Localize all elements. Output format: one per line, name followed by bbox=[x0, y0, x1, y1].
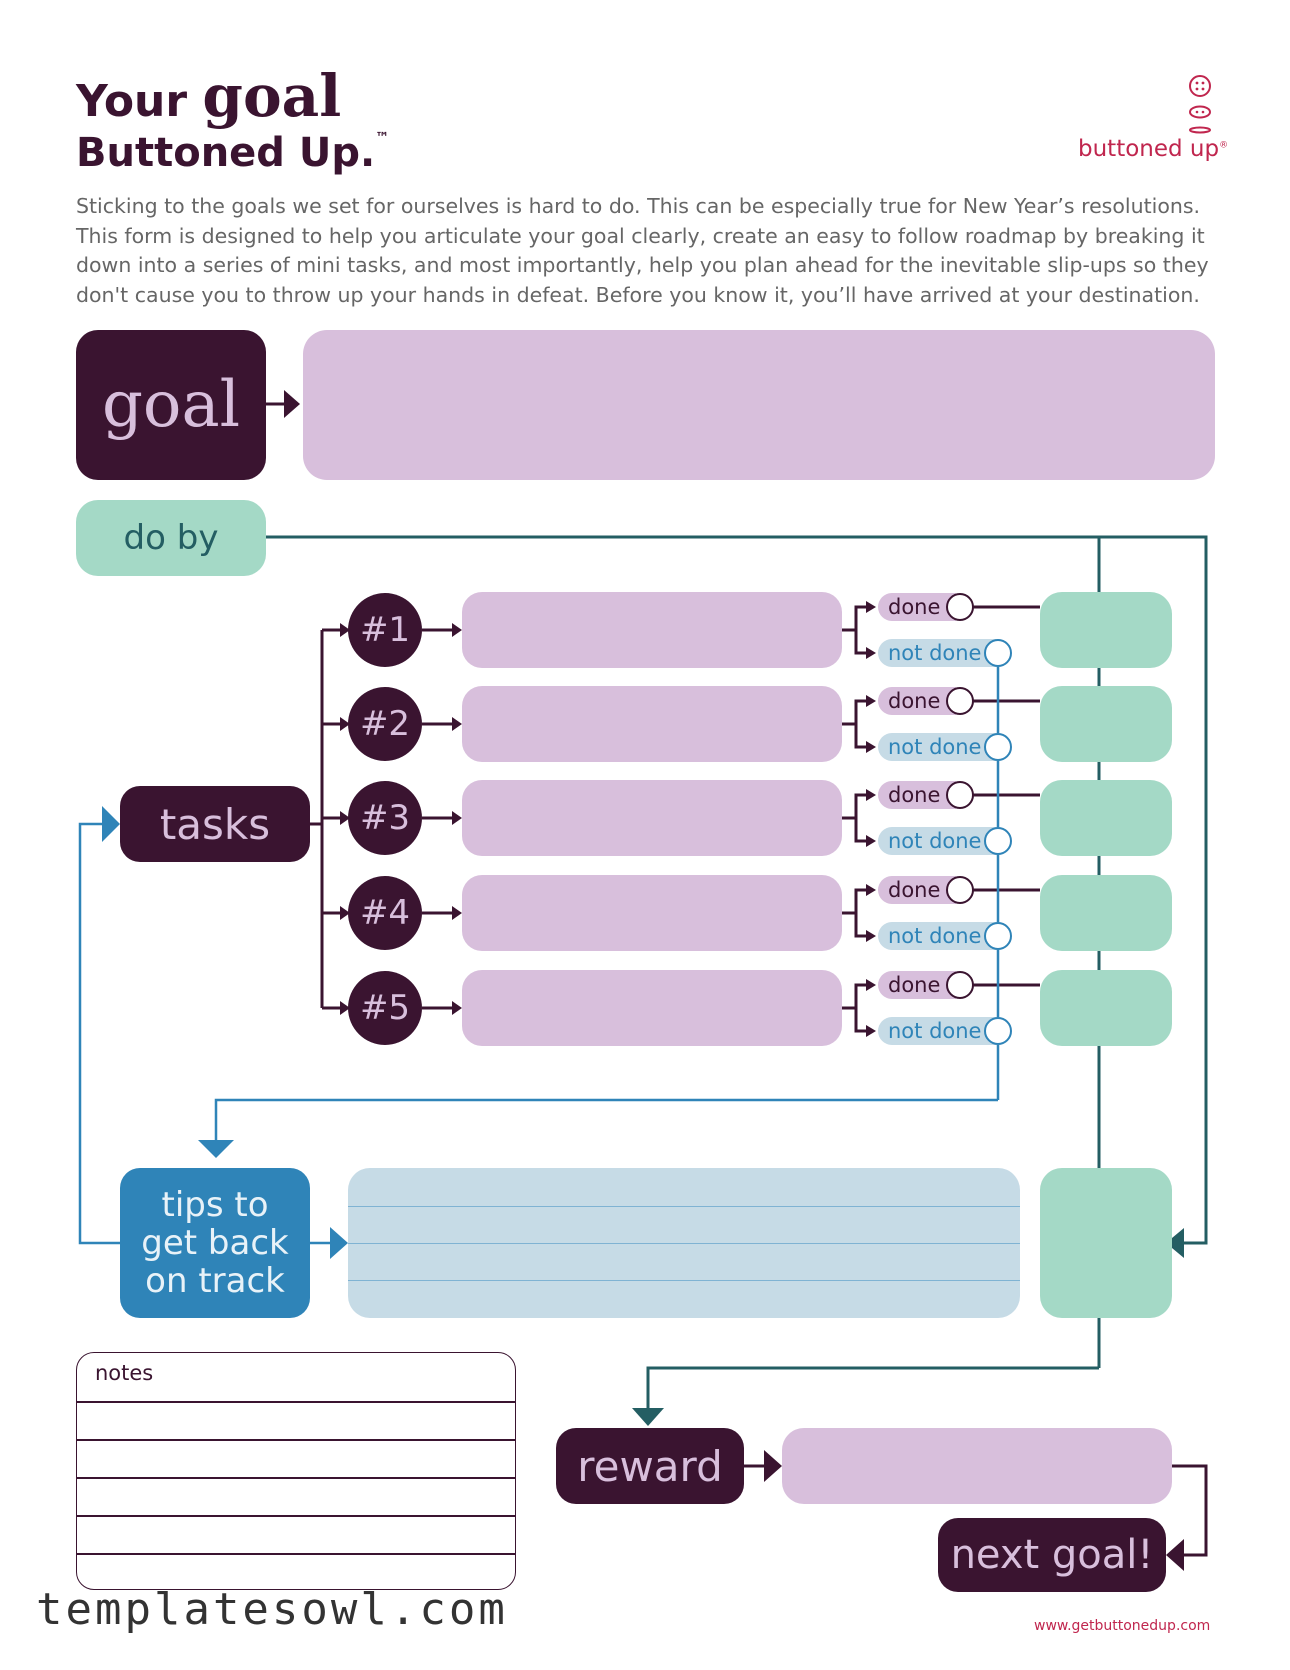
registered-mark: ® bbox=[1219, 140, 1229, 151]
task-field-2[interactable] bbox=[462, 686, 842, 762]
task-done-checkbox-5[interactable] bbox=[946, 971, 974, 999]
notes-box[interactable]: notes bbox=[76, 1352, 516, 1590]
tips-label-line-2: get back bbox=[141, 1223, 289, 1263]
goal-field[interactable] bbox=[303, 330, 1215, 480]
tips-rule bbox=[348, 1280, 1020, 1281]
task-done-checkbox-2[interactable] bbox=[946, 687, 974, 715]
tips-label-line-3: on track bbox=[145, 1261, 285, 1301]
buttons-icon bbox=[1189, 75, 1211, 134]
do-by-label: do by bbox=[76, 500, 266, 576]
task-done-label-5: done bbox=[878, 971, 956, 999]
notes-rule bbox=[77, 1477, 515, 1479]
task-done-label-1: done bbox=[878, 593, 956, 621]
brand-logo: buttoned up® bbox=[1078, 136, 1228, 162]
task-not-done-label-1: not done bbox=[878, 639, 1000, 667]
trademark-mark: ™ bbox=[375, 130, 390, 146]
task-date-box-3[interactable] bbox=[1040, 780, 1172, 856]
task-date-box-2[interactable] bbox=[1040, 686, 1172, 762]
task-not-done-label-4: not done bbox=[878, 922, 1000, 950]
next-goal-label: next goal! bbox=[938, 1518, 1166, 1592]
task-done-checkbox-4[interactable] bbox=[946, 876, 974, 904]
tips-label: tips to get back on track bbox=[120, 1168, 310, 1318]
brand-logo-text: buttoned up bbox=[1078, 136, 1220, 162]
task-not-done-checkbox-4[interactable] bbox=[984, 922, 1012, 950]
title-line2-text: Buttoned Up. bbox=[76, 130, 376, 176]
page-title-line2: Buttoned Up.™ bbox=[76, 130, 389, 176]
watermark: templatesowl.com bbox=[36, 1584, 508, 1635]
tips-date-box[interactable] bbox=[1040, 1168, 1172, 1318]
task-not-done-checkbox-5[interactable] bbox=[984, 1017, 1012, 1045]
task-field-5[interactable] bbox=[462, 970, 842, 1046]
task-number-2: #2 bbox=[348, 687, 422, 761]
task-done-checkbox-3[interactable] bbox=[946, 781, 974, 809]
tips-rule bbox=[348, 1243, 1020, 1244]
task-date-box-5[interactable] bbox=[1040, 970, 1172, 1046]
task-not-done-label-3: not done bbox=[878, 827, 1000, 855]
intro-paragraph: Sticking to the goals we set for ourselv… bbox=[76, 194, 1209, 307]
goal-label: goal bbox=[76, 330, 266, 480]
task-done-label-3: done bbox=[878, 781, 956, 809]
task-not-done-checkbox-3[interactable] bbox=[984, 827, 1012, 855]
task-not-done-label-5: not done bbox=[878, 1017, 1000, 1045]
task-done-checkbox-1[interactable] bbox=[946, 593, 974, 621]
page-title-line1: Your goal bbox=[76, 62, 341, 130]
notes-rule bbox=[77, 1553, 515, 1555]
task-number-4: #4 bbox=[348, 876, 422, 950]
footer-url[interactable]: www.getbuttonedup.com bbox=[1034, 1618, 1211, 1634]
task-number-3: #3 bbox=[348, 781, 422, 855]
task-field-4[interactable] bbox=[462, 875, 842, 951]
notes-rule bbox=[77, 1515, 515, 1517]
task-number-5: #5 bbox=[348, 971, 422, 1045]
task-field-1[interactable] bbox=[462, 592, 842, 668]
tips-rule bbox=[348, 1206, 1020, 1207]
tasks-label: tasks bbox=[120, 786, 310, 862]
task-field-3[interactable] bbox=[462, 780, 842, 856]
task-not-done-checkbox-2[interactable] bbox=[984, 733, 1012, 761]
tips-label-line-1: tips to bbox=[161, 1185, 269, 1225]
reward-label: reward bbox=[556, 1428, 744, 1504]
task-date-box-4[interactable] bbox=[1040, 875, 1172, 951]
notes-rule bbox=[77, 1439, 515, 1441]
task-not-done-label-2: not done bbox=[878, 733, 1000, 761]
task-done-label-2: done bbox=[878, 687, 956, 715]
notes-rule bbox=[77, 1401, 515, 1403]
title-emphasis: goal bbox=[202, 62, 342, 130]
task-done-label-4: done bbox=[878, 876, 956, 904]
task-date-box-1[interactable] bbox=[1040, 592, 1172, 668]
reward-field[interactable] bbox=[782, 1428, 1172, 1504]
notes-label: notes bbox=[95, 1361, 154, 1385]
task-not-done-checkbox-1[interactable] bbox=[984, 639, 1012, 667]
tips-field[interactable] bbox=[348, 1168, 1020, 1318]
task-number-1: #1 bbox=[348, 593, 422, 667]
title-prefix: Your bbox=[76, 76, 188, 127]
